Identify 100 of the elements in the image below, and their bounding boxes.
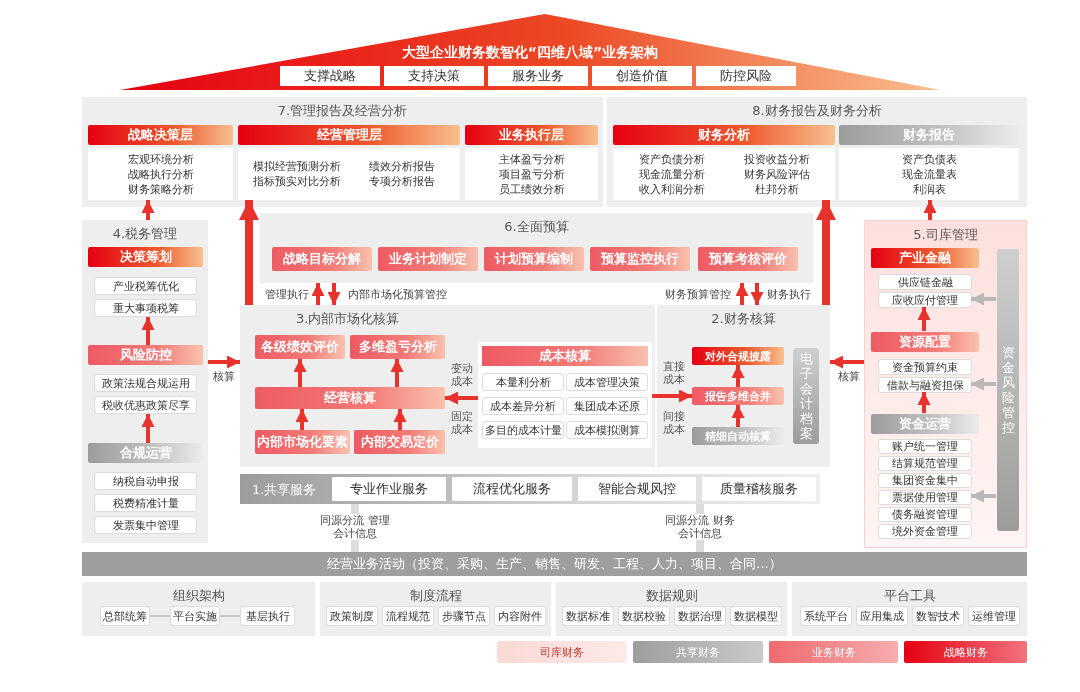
item-box: 发票集中管理 xyxy=(94,516,197,534)
cost-label: 固定成本 xyxy=(450,410,474,436)
edge-label: 同源分流 管理会计信息 xyxy=(320,514,390,540)
list-card xyxy=(613,148,835,200)
edge-label: 核算 xyxy=(835,370,863,383)
arrow xyxy=(971,292,996,306)
service-box: 智能合规风控 xyxy=(578,477,696,501)
section-title: 制度流程 xyxy=(408,587,463,605)
section-panel xyxy=(556,582,787,636)
item-box: 借款与融资担保 xyxy=(878,377,972,393)
arrow xyxy=(816,200,836,305)
module-header: 对外合规披露 xyxy=(692,347,784,365)
section-title: 6.全面预算 xyxy=(503,218,570,236)
item-box: 流程规范 xyxy=(382,606,434,626)
cost-label: 变动成本 xyxy=(450,362,474,388)
arrow xyxy=(141,200,155,220)
list-item: 专项分析报告 xyxy=(367,174,436,189)
cost-label: 直接成本 xyxy=(662,360,686,386)
arrow xyxy=(971,489,996,503)
section-panel xyxy=(240,305,655,467)
arrow xyxy=(311,283,325,305)
item-box: 税收优惠政策尽享 xyxy=(94,396,197,414)
section-title: 3.内部市场化核算 xyxy=(296,310,400,328)
item-box: 系统平台 xyxy=(800,606,852,626)
vertical-label-bar: 资金风险管控 xyxy=(997,249,1019,531)
goal-box: 支撑战略 xyxy=(280,66,380,86)
connector-line xyxy=(219,615,241,617)
edge-label: 同源分流 财务会计信息 xyxy=(665,514,735,540)
module-header: 经营核算 xyxy=(255,387,445,409)
goal-box: 服务业务 xyxy=(488,66,588,86)
list-card xyxy=(88,148,233,200)
module-header: 计划预算编制 xyxy=(484,247,584,271)
list-item: 杜邦分析 xyxy=(753,181,800,197)
section-panel xyxy=(82,97,603,207)
list-item: 投资收益分析 xyxy=(742,151,811,167)
service-bar xyxy=(240,474,820,504)
arrow xyxy=(830,355,864,369)
arrow xyxy=(735,283,749,305)
item-box: 内容附件 xyxy=(494,606,546,626)
item-box: 平台实施 xyxy=(170,606,220,626)
list-card xyxy=(238,148,460,200)
arrow xyxy=(750,283,764,305)
item-box: 账户统一管理 xyxy=(878,439,972,454)
section-title: 2.财务核算 xyxy=(710,310,777,328)
arrow xyxy=(295,409,309,430)
item-box: 税费精准计量 xyxy=(94,494,197,512)
section-title: 数据规则 xyxy=(644,587,699,605)
goal-box: 创造价值 xyxy=(592,66,692,86)
service-box: 流程优化服务 xyxy=(452,477,572,501)
connector-line xyxy=(149,615,171,617)
module-header: 预算监控执行 xyxy=(590,247,690,271)
section-title: 平台工具 xyxy=(882,587,937,605)
module-header: 战略目标分解 xyxy=(272,247,372,271)
item-box: 应收应付管理 xyxy=(878,292,972,308)
item-box: 供应链金融 xyxy=(878,274,972,290)
module-header: 财务报告 xyxy=(839,125,1019,145)
arrow xyxy=(208,355,240,369)
section-panel xyxy=(607,97,1027,207)
item-box: 应用集成 xyxy=(856,606,908,626)
item-box: 多目的成本计量 xyxy=(482,421,564,439)
item-box: 数据模型 xyxy=(730,606,782,626)
section-panel xyxy=(320,582,551,636)
item-box: 集团资金集中 xyxy=(878,473,972,488)
section-panel xyxy=(260,213,813,283)
list-item: 指标预实对比分析 xyxy=(251,174,342,189)
list-item: 资产负债分析 xyxy=(637,151,706,167)
section-panel xyxy=(657,305,830,467)
list-item: 战略执行分析 xyxy=(126,166,195,182)
item-box: 运维管理 xyxy=(968,606,1020,626)
section-panel xyxy=(864,220,1027,548)
item-box: 债务融资管理 xyxy=(878,507,972,522)
list-item: 现金流量表 xyxy=(900,166,958,182)
list-item: 主体盈亏分析 xyxy=(497,151,566,167)
item-box: 资金预算约束 xyxy=(878,359,972,375)
list-item: 收入利润分析 xyxy=(637,181,706,197)
module-header: 各级绩效评价 xyxy=(255,335,345,359)
goal-box: 支持决策 xyxy=(384,66,484,86)
module-header: 产业金融 xyxy=(871,248,979,268)
section-title: 4.税务管理 xyxy=(111,225,179,243)
edge-label: 核算 xyxy=(210,370,238,383)
item-box: 纳税自动申报 xyxy=(94,472,197,490)
item-box: 本量利分析 xyxy=(482,373,564,391)
module-header: 业务计划制定 xyxy=(378,247,478,271)
item-box: 产业税筹优化 xyxy=(94,277,197,295)
list-item: 财务风险评估 xyxy=(742,166,811,182)
arrow xyxy=(652,389,692,403)
item-box: 成本模拟测算 xyxy=(566,421,648,439)
item-box: 数据标准 xyxy=(562,606,614,626)
list-item: 利润表 xyxy=(911,181,947,197)
module-header: 决策筹划 xyxy=(88,247,203,267)
section-title: 7.管理报告及经营分析 xyxy=(276,102,409,120)
module-header: 资源配置 xyxy=(871,332,979,352)
list-item: 资产负债表 xyxy=(900,151,958,167)
module-header: 预算考核评价 xyxy=(698,247,798,271)
section-title: 5.司库管理 xyxy=(912,226,979,244)
module-header: 多维盈亏分析 xyxy=(350,335,445,359)
section-title: 8.财务报告及财务分析 xyxy=(751,102,883,120)
module-header: 报告多维合并 xyxy=(692,387,784,405)
service-box: 质量稽核服务 xyxy=(702,477,816,501)
module-header: 风险防控 xyxy=(88,345,203,365)
